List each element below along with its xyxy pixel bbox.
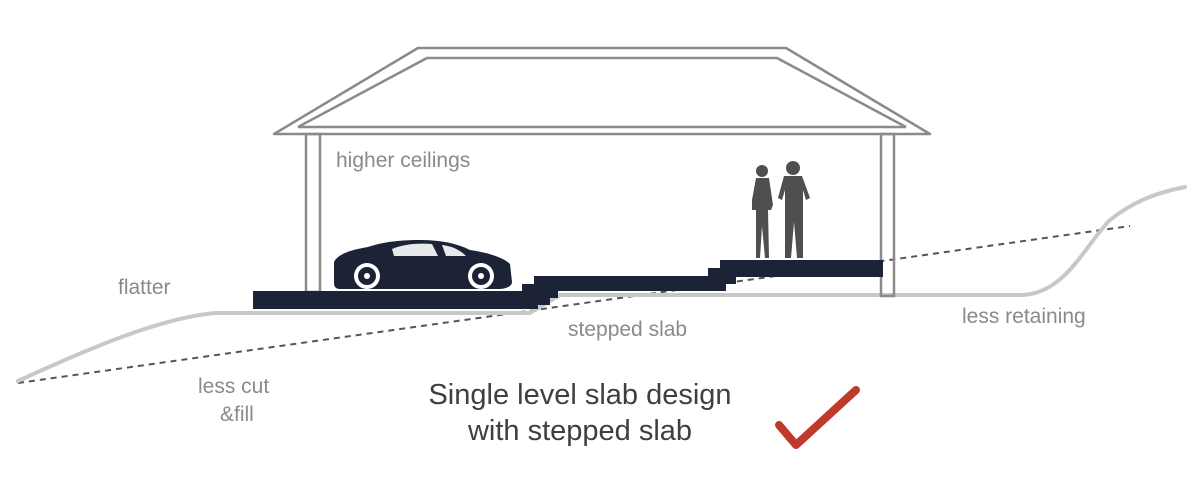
stepped-slab: [253, 260, 883, 309]
car-icon: [334, 240, 512, 289]
check-icon: [775, 386, 860, 449]
label-less-retaining: less retaining: [962, 305, 1086, 328]
label-less-cut: less cut: [198, 375, 270, 398]
original-ground-line: [17, 225, 1131, 384]
caption: Single level slab design with stepped sl…: [400, 377, 760, 449]
label-higher-ceilings: higher ceilings: [336, 149, 471, 172]
ground-profile: [16, 185, 1187, 383]
caption-line-1: Single level slab design: [428, 379, 732, 411]
caption-line-2: with stepped slab: [467, 415, 693, 447]
roof: [272, 46, 932, 136]
label-flatter: flatter: [118, 276, 171, 299]
label-stepped-slab: stepped slab: [568, 318, 688, 341]
people-icon: [752, 161, 810, 258]
label-fill: &fill: [220, 403, 254, 426]
